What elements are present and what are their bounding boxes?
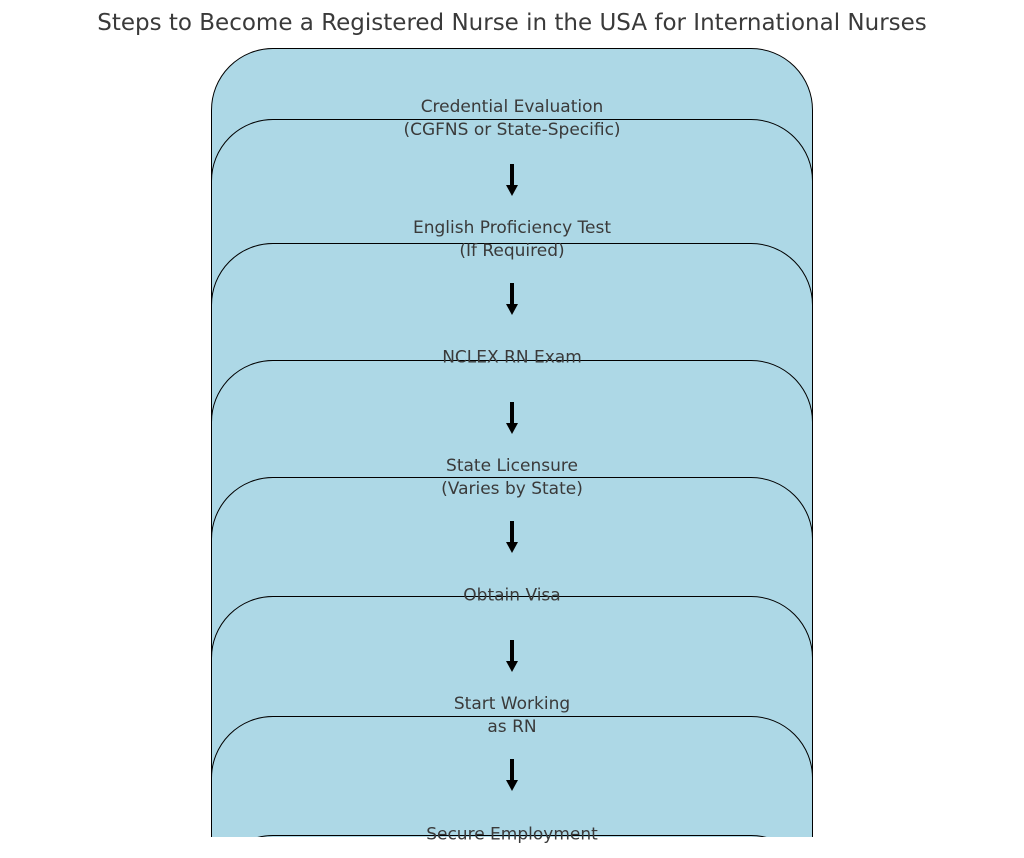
flow-box-7 <box>211 716 813 837</box>
flow-box-8 <box>211 835 813 837</box>
diagram-title: Steps to Become a Registered Nurse in th… <box>97 10 927 36</box>
flowchart-canvas <box>211 48 813 837</box>
